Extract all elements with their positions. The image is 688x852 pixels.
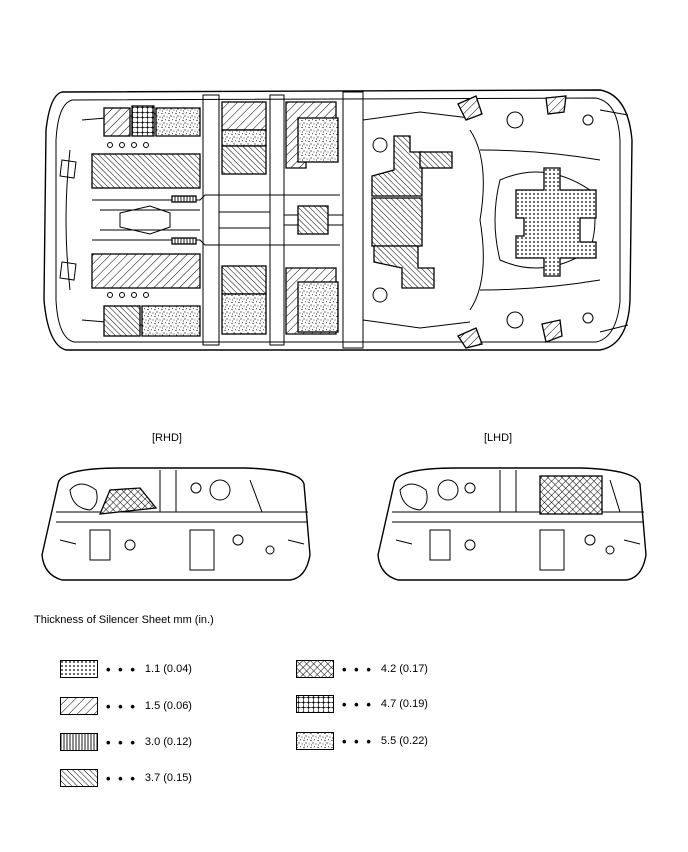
rhd-label: [RHD]: [152, 432, 182, 444]
legend-swatch-dots: [60, 660, 98, 678]
legend-value: 4.2 (0.17): [380, 663, 428, 675]
legend-separator: • • •: [106, 698, 137, 714]
floor-silencer-sheets: [91, 95, 597, 349]
legend-swatch-speckle: [296, 732, 334, 750]
legend-separator: • • •: [342, 733, 373, 749]
legend-value: 5.5 (0.22): [380, 735, 428, 747]
legend-item-5-5: • • • 5.5 (0.22): [296, 731, 428, 751]
legend-item-1-1: • • • 1.1 (0.04): [60, 659, 192, 679]
lhd-silencer-sheet: [539, 475, 603, 515]
legend-item-1-5: • • • 1.5 (0.06): [60, 696, 192, 716]
legend-item-4-2: • • • 4.2 (0.17): [296, 659, 428, 679]
legend-item-4-7: • • • 4.7 (0.19): [296, 694, 428, 714]
legend-value: 3.0 (0.12): [144, 736, 192, 748]
legend-swatch-diag-dense: [60, 769, 98, 787]
legend-value: 4.7 (0.19): [380, 698, 428, 710]
lhd-label: [LHD]: [484, 432, 513, 444]
legend-item-3-0: • • • 3.0 (0.12): [60, 732, 192, 752]
legend-separator: • • •: [106, 770, 137, 786]
legend-swatch-diag: [60, 697, 98, 715]
legend-separator: • • •: [106, 661, 137, 677]
rhd-dash-panel: [41, 467, 311, 581]
legend-value: 1.1 (0.04): [144, 663, 192, 675]
legend-value: 1.5 (0.06): [144, 700, 192, 712]
legend-swatch-vertical: [60, 733, 98, 751]
lhd-dash-panel: [377, 467, 647, 581]
legend-item-3-7: • • • 3.7 (0.15): [60, 768, 192, 788]
legend-title: Thickness of Silencer Sheet mm (in.): [34, 614, 214, 626]
rhd-silencer-sheet: [98, 487, 158, 515]
legend-swatch-crosshatch: [296, 660, 334, 678]
legend-separator: • • •: [342, 696, 373, 712]
vehicle-floor-view: [43, 89, 633, 351]
legend-swatch-grid: [296, 695, 334, 713]
legend-separator: • • •: [106, 734, 137, 750]
legend-value: 3.7 (0.15): [144, 772, 192, 784]
legend-separator: • • •: [342, 661, 373, 677]
